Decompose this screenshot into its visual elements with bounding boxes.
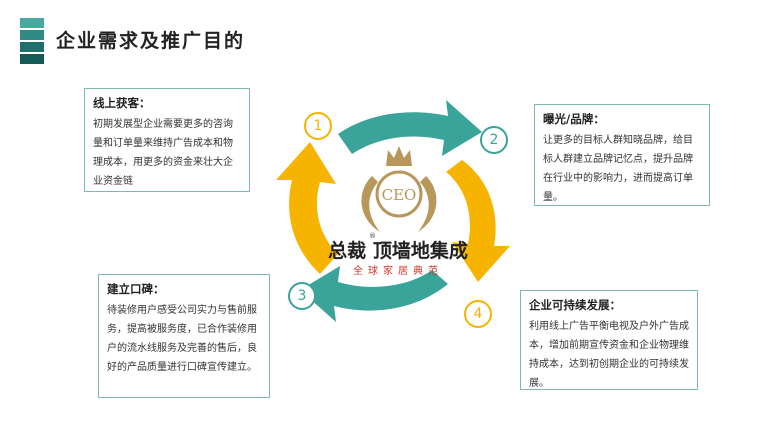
step-title-1: 线上获客： [93,96,151,110]
header-bar-2 [20,30,44,40]
header-bar-1 [20,18,44,28]
emblem-ring [375,170,423,218]
step-box-3: 建立口碑： 待装修用户感受公司实力与售前服务，提高被服务度，已合作装修用户的流水… [98,274,270,398]
step-box-1: 线上获客： 初期发展型企业需要更多的咨询量和订单量来维持广告成本和物理成本，用更… [84,88,250,192]
cycle-arrow-right [446,160,510,282]
step-text-3: 待装修用户感受公司实力与售前服务，提高被服务度，已合作装修用户的流水线服务及完善… [107,305,257,373]
crown-icon [386,146,412,166]
brand-name: 总裁 顶墙地集成 [318,236,478,263]
step-number-2: 2 [480,126,508,154]
ceo-emblem: CEO [361,146,437,232]
header-accent-bars [20,18,44,64]
step-text-1: 初期发展型企业需要更多的咨询量和订单量来维持广告成本和物理成本，用更多的资金来壮… [93,119,233,187]
header-bar-4 [20,54,44,64]
header-bar-3 [20,42,44,52]
brand-name-part2: 顶墙地集成 [372,240,468,262]
brand-name-part1: 总裁 [328,240,367,262]
step-title-3: 建立口碑： [107,282,165,296]
step-title-4: 企业可持续发展： [529,298,621,312]
brand-name-gap [366,240,373,262]
emblem-text: CEO [382,186,417,204]
registered-mark: ® [369,232,376,240]
step-number-4: 4 [464,300,492,328]
step-box-4: 企业可持续发展： 利用线上广告平衡电视及户外广告成本，增加前期宣传资金和企业物理… [520,290,698,390]
cycle-arrow-left [276,142,338,274]
cycle-arrow-top [338,100,482,156]
cycle-arrow-bottom [300,266,448,322]
laurel-right-icon [418,176,437,232]
step-title-2: 曝光/品牌： [543,112,605,126]
page-title: 企业需求及推广目的 [56,30,246,52]
step-box-2: 曝光/品牌： 让更多的目标人群知晓品牌，给目标人群建立品牌记忆点，提升品牌在行业… [534,104,710,206]
step-text-4: 利用线上广告平衡电视及户外广告成本，增加前期宣传资金和企业物理维持成本，达到初创… [529,321,689,389]
step-number-1: 1 [304,112,332,140]
step-text-2: 让更多的目标人群知晓品牌，给目标人群建立品牌记忆点，提升品牌在行业中的影响力，进… [543,135,693,203]
laurel-left-icon [361,176,380,232]
step-number-3: 3 [288,282,316,310]
brand-slogan: 全球家居典范 [353,266,443,277]
